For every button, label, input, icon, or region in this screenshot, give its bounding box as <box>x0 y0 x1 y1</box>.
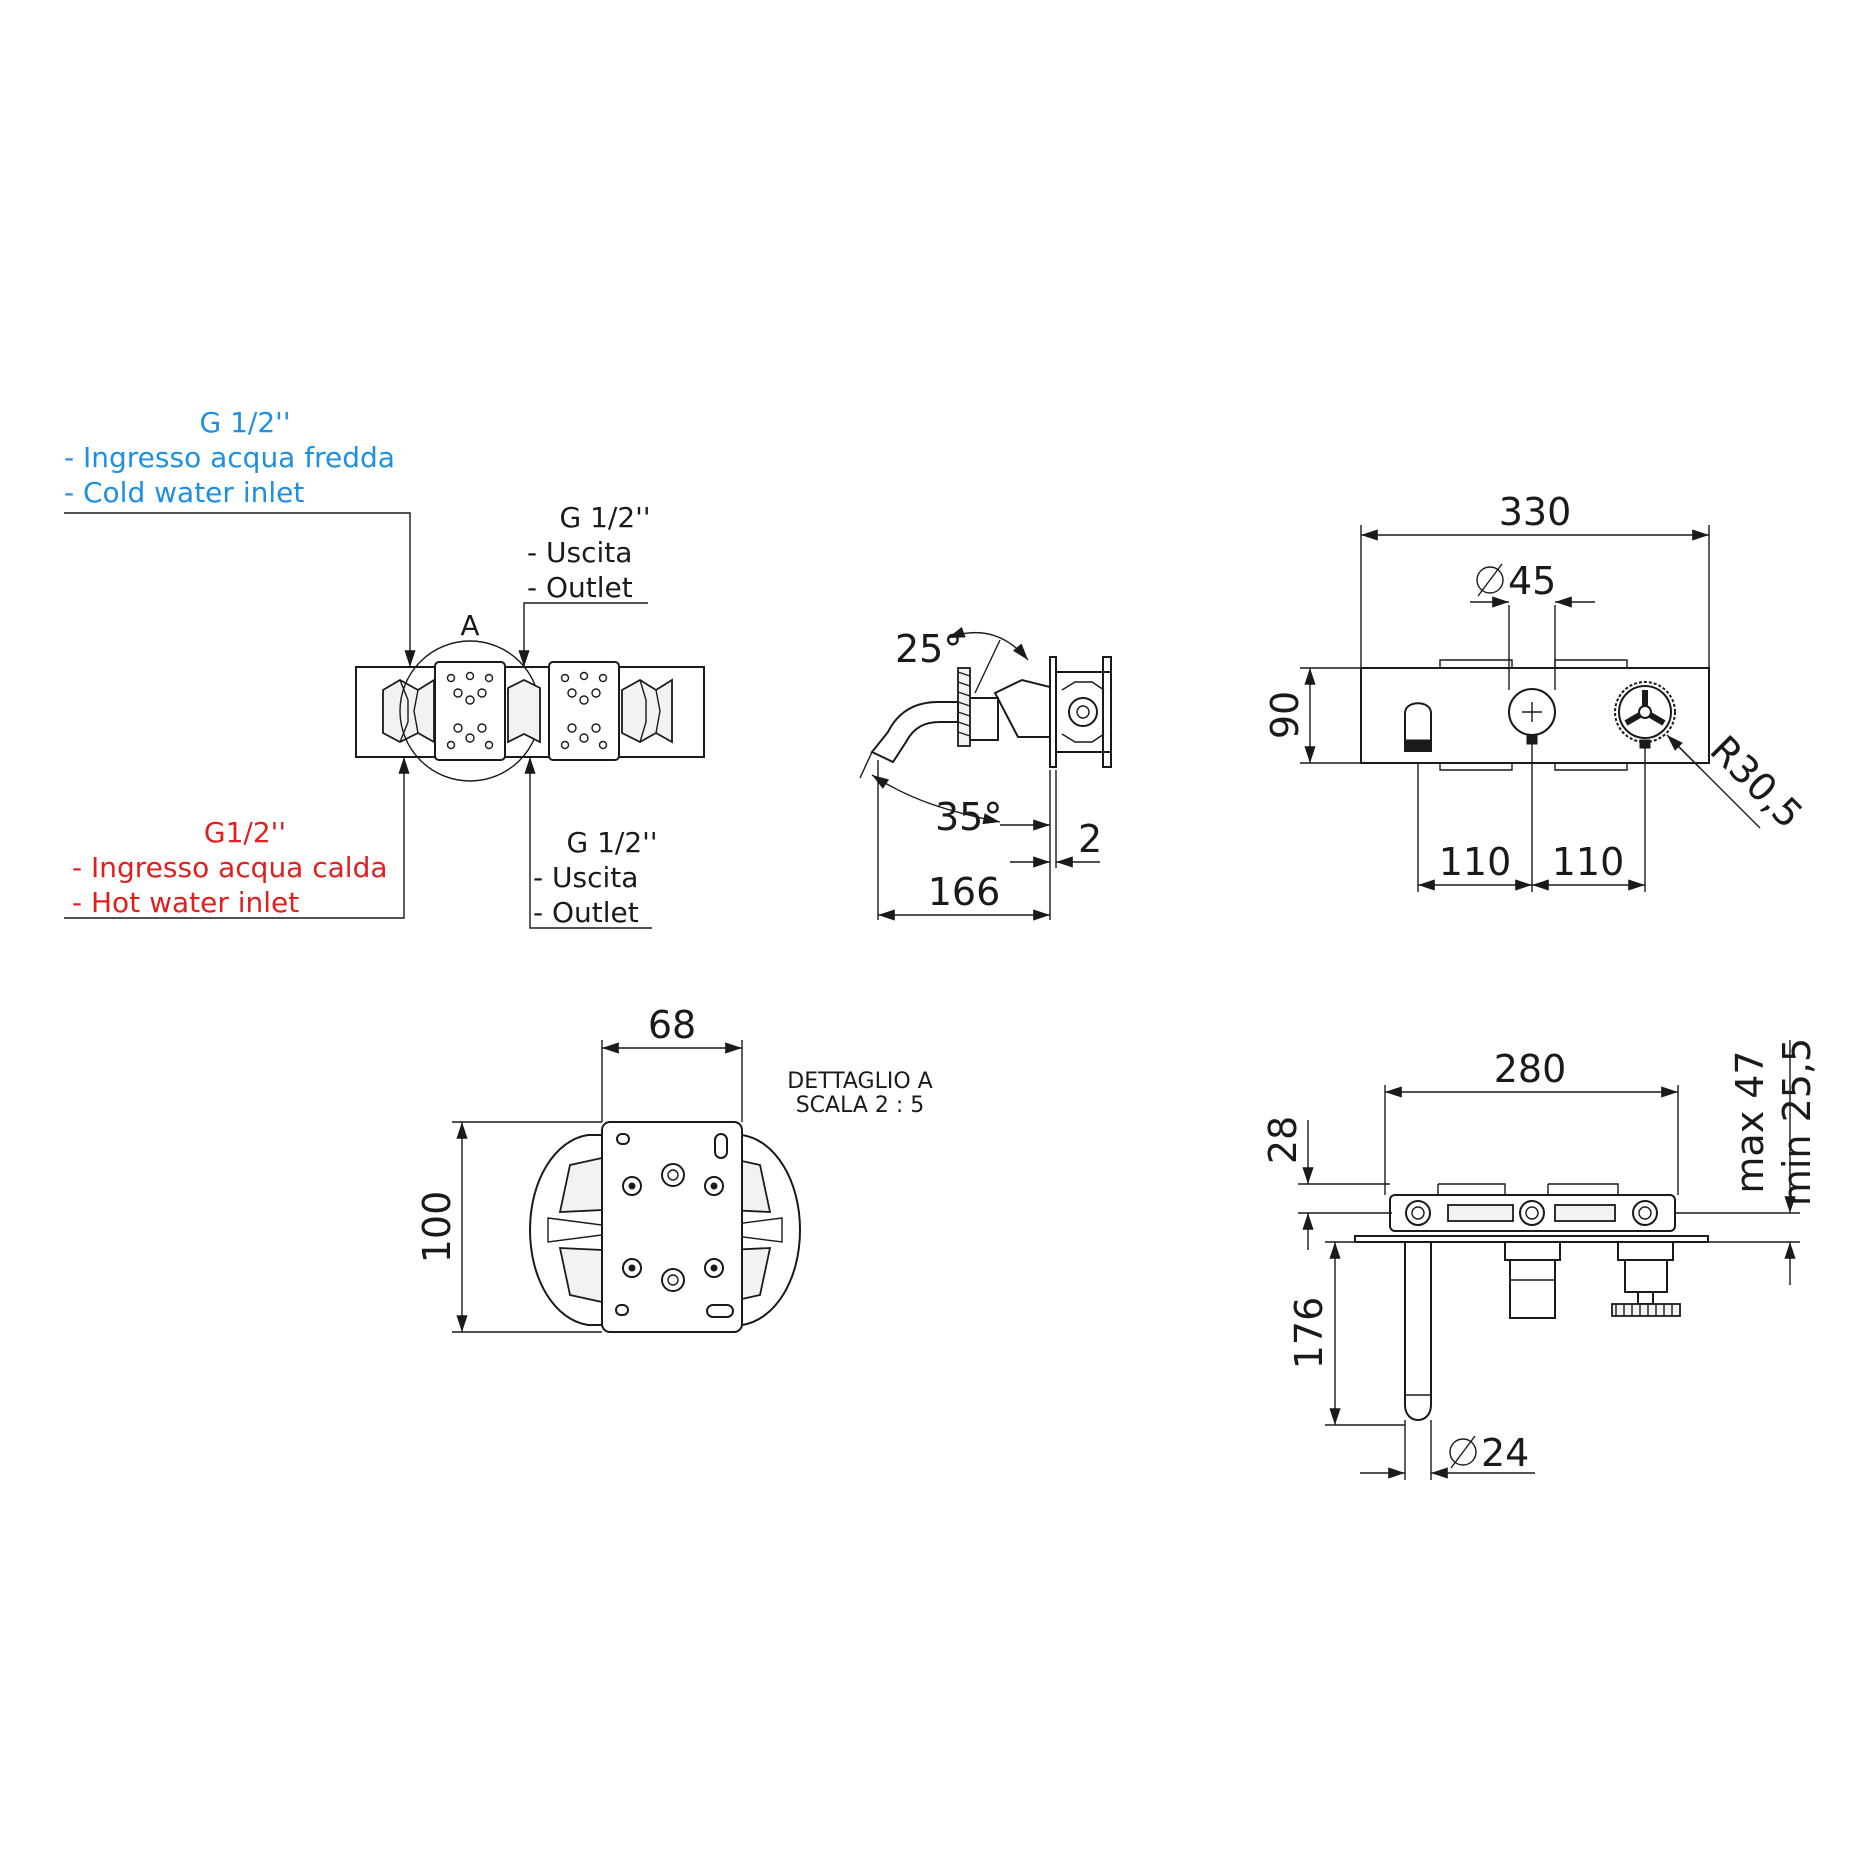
hot-inlet-thread: G1/2'' <box>204 816 286 849</box>
rough-in-box-view: A G 1/2'' <box>64 406 705 929</box>
leader-outlet-top <box>518 602 648 667</box>
diameter-mixer-label: 45 <box>1508 559 1556 603</box>
box-width-label: 280 <box>1494 1047 1567 1091</box>
mixer-knob-front <box>1508 688 1556 745</box>
plate-thickness-label: 2 <box>1078 817 1102 861</box>
detail-scale: SCALA 2 : 5 <box>796 1093 925 1118</box>
angle-down-label: 35° <box>935 795 1002 839</box>
outlet-top-label-it: - Uscita <box>527 536 632 569</box>
hot-inlet-label-en: - Hot water inlet <box>72 886 299 919</box>
detail-marker: A <box>460 609 479 642</box>
outlet-top-thread: G 1/2'' <box>559 501 650 534</box>
valve-body-right <box>621 678 673 744</box>
front-view: 330 45 90 R30,5 110 110 <box>1263 490 1811 892</box>
top-section-view: 280 28 max 47 min 25,5 176 24 <box>1261 1038 1819 1480</box>
outlet-bottom-thread: G 1/2'' <box>566 826 657 859</box>
leader-outlet-bottom <box>524 757 652 929</box>
box-offset-label: 28 <box>1261 1116 1305 1164</box>
cold-inlet-thread: G 1/2'' <box>199 406 290 439</box>
depth-max-label: max 47 <box>1728 1050 1772 1193</box>
detail-a-view: 68 100 DETTAGLIO A SCALA 2 : 5 <box>415 1003 933 1333</box>
outlet-top-label-en: - Outlet <box>527 571 633 604</box>
radius-handle-label: R30,5 <box>1702 727 1812 837</box>
depth-min-label: min 25,5 <box>1775 1038 1819 1206</box>
width-total-label: 330 <box>1499 490 1572 534</box>
spout-diameter-label: 24 <box>1481 1431 1529 1475</box>
side-view: 25° 35° 2 166 <box>859 626 1112 921</box>
spacing-right-label: 110 <box>1552 840 1625 884</box>
spout-drop-label: 176 <box>1287 1297 1331 1370</box>
mounting-plate-left <box>434 661 506 761</box>
handwheel-front <box>1614 681 1676 749</box>
detail-title: DETTAGLIO A <box>787 1069 932 1094</box>
hot-inlet-label-it: - Ingresso acqua calda <box>72 851 388 884</box>
height-plate-label: 90 <box>1263 691 1307 739</box>
outlet-bottom-label-en: - Outlet <box>533 896 639 929</box>
valve-body-center <box>507 678 541 744</box>
spout-projection-label: 166 <box>928 870 1001 914</box>
spacing-left-label: 110 <box>1439 840 1512 884</box>
valve-body-left <box>382 678 435 744</box>
cold-inlet-label-en: - Cold water inlet <box>64 476 304 509</box>
leader-hot-inlet <box>64 757 410 919</box>
outlet-bottom-label-it: - Uscita <box>533 861 638 894</box>
spout-front <box>1404 702 1432 752</box>
cold-inlet-label-it: - Ingresso acqua fredda <box>64 441 395 474</box>
detail-width-label: 68 <box>648 1003 696 1047</box>
angle-up-label: 25° <box>895 627 962 671</box>
detail-height-label: 100 <box>415 1191 459 1264</box>
mounting-plate-right <box>548 661 620 761</box>
leader-cold-inlet <box>64 512 416 667</box>
